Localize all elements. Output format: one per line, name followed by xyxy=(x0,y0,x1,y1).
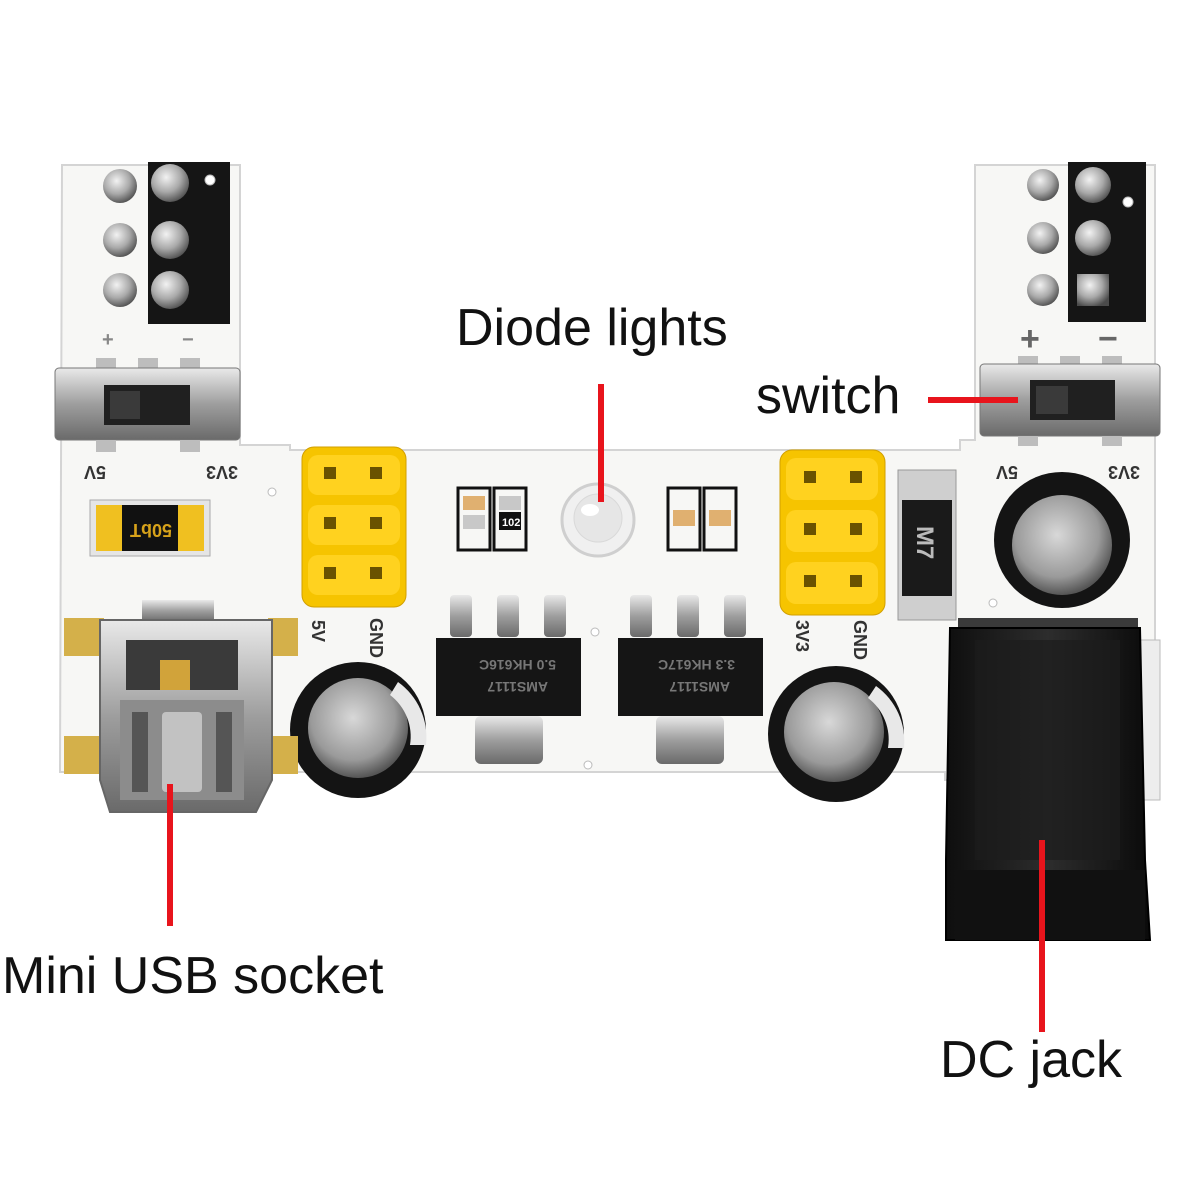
right-header-gnd-label: GND xyxy=(850,620,870,660)
dc-jack-pointer-line xyxy=(1039,840,1045,1032)
resistor-marking: 102 xyxy=(502,517,520,529)
diode-led xyxy=(560,482,636,558)
left-header-5v-label: 5V xyxy=(308,620,328,642)
dc-jack xyxy=(945,618,1161,941)
regulator-3v3-line1: AMS1117 xyxy=(669,679,730,695)
usb-pointer-line xyxy=(167,784,173,926)
smd-components-left: 102 xyxy=(456,486,528,552)
right-pin xyxy=(1027,169,1059,201)
right-slide-switch xyxy=(979,356,1161,446)
pcb-outline xyxy=(58,164,1156,781)
left-pin xyxy=(151,221,189,259)
dc-jack-label: DC jack xyxy=(940,1031,1123,1089)
right-pin xyxy=(1027,274,1059,306)
voltage-regulator-5v: AMS1117 5.0 HK616C xyxy=(436,595,581,764)
via xyxy=(583,760,593,770)
capacitor-middle xyxy=(768,666,905,802)
left-minus-label: − xyxy=(182,329,194,351)
capacitor-right xyxy=(994,472,1130,608)
yellow-header-left xyxy=(301,446,407,608)
via xyxy=(988,598,998,608)
switch-pointer-line xyxy=(928,397,1018,403)
left-3v3-label: 3V3 xyxy=(206,462,238,482)
left-slide-switch xyxy=(54,358,241,452)
right-pin xyxy=(1075,167,1111,203)
smd-components-right xyxy=(666,486,738,552)
left-pin xyxy=(103,273,137,307)
regulator-5v-line2: 5.0 HK616C xyxy=(479,657,556,673)
regulator-3v3-line2: 3.3 HK617C xyxy=(658,657,735,673)
left-pin xyxy=(151,164,189,202)
via xyxy=(1122,196,1134,208)
right-minus-label: − xyxy=(1098,320,1118,358)
mini-usb-socket-label: Mini USB socket xyxy=(2,947,384,1005)
diode-marking: M7 xyxy=(911,526,938,559)
diode-lights-label: Diode lights xyxy=(456,299,728,357)
right-plus-label: + xyxy=(1020,320,1040,358)
diode-pointer-line xyxy=(598,384,604,502)
right-3v3-label: 3V3 xyxy=(1108,462,1140,482)
mini-usb-socket xyxy=(64,600,298,813)
left-pin xyxy=(151,271,189,309)
left-pin xyxy=(103,169,137,203)
right-pin xyxy=(1027,222,1059,254)
voltage-regulator-3v3: AMS1117 3.3 HK617C xyxy=(618,595,763,764)
regulator-5v-line1: AMS1117 xyxy=(487,679,548,695)
fuse: 50bT xyxy=(89,499,211,557)
left-5v-label: 5V xyxy=(84,462,106,482)
right-header-3v3-label: 3V3 xyxy=(792,620,812,652)
switch-label: switch xyxy=(756,367,901,425)
via xyxy=(267,487,277,497)
diode-m7: M7 xyxy=(897,469,957,621)
fuse-marking: 50bT xyxy=(130,520,172,540)
left-pin xyxy=(103,223,137,257)
left-header-gnd-label: GND xyxy=(366,618,386,658)
capacitor-left xyxy=(290,662,427,798)
right-pin-square xyxy=(1077,274,1109,306)
via xyxy=(590,627,600,637)
left-plus-label: + xyxy=(102,329,114,351)
via xyxy=(204,174,216,186)
yellow-header-right xyxy=(779,449,886,616)
right-pin xyxy=(1075,220,1111,256)
right-5v-label: 5V xyxy=(996,462,1018,482)
